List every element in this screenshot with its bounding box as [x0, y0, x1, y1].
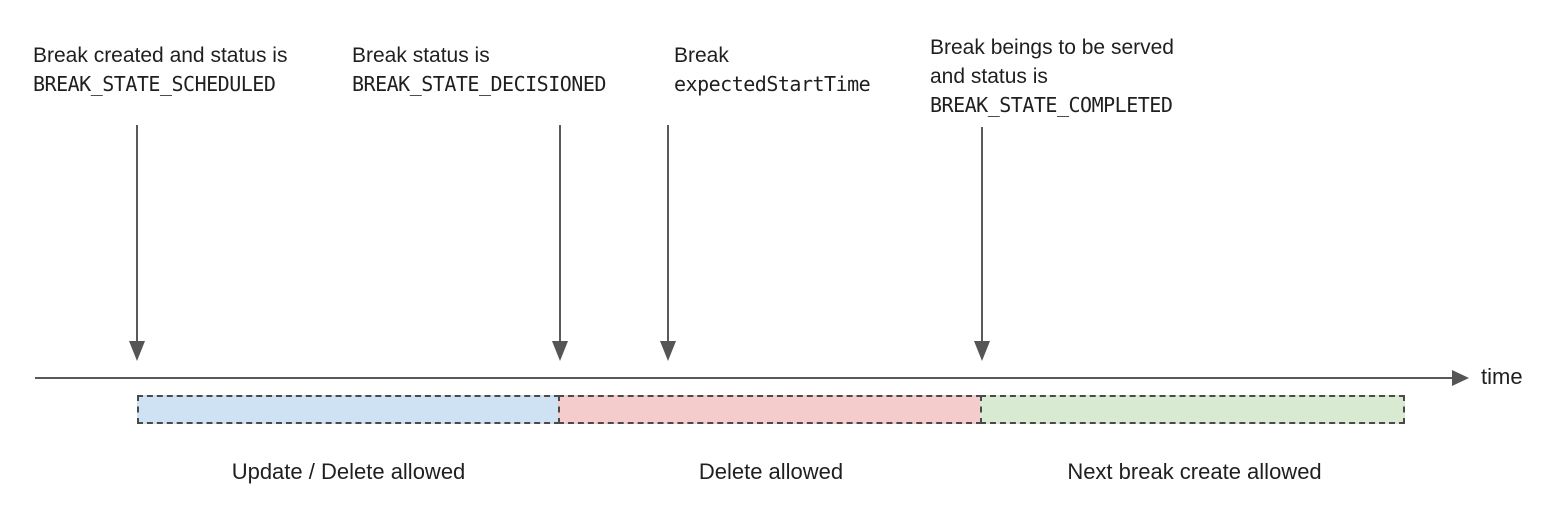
annotation-text: Break: [674, 44, 729, 67]
arrow-down-icon: [974, 127, 990, 361]
annotation-code: BREAK_STATE_DECISIONED: [352, 72, 606, 96]
segment-delete-allowed: [558, 395, 982, 424]
segment-update-delete-allowed: [137, 395, 560, 424]
timeline-axis-label: time: [1481, 364, 1523, 389]
annotation-break-decisioned: Break status is BREAK_STATE_DECISIONED: [352, 41, 606, 99]
timeline-axis: [35, 377, 1453, 379]
phase-segments-row: [137, 395, 1405, 424]
arrow-down-icon: [129, 125, 145, 361]
annotation-text: and status is: [930, 65, 1048, 88]
annotation-expected-start-time: Break expectedStartTime: [674, 41, 871, 99]
segment-label: Delete allowed: [698, 459, 844, 484]
annotation-code: BREAK_STATE_SCHEDULED: [33, 72, 276, 96]
annotation-break-scheduled: Break created and status is BREAK_STATE_…: [33, 41, 287, 99]
arrow-down-icon: [660, 125, 676, 361]
segment-label: Update / Delete allowed: [231, 459, 466, 484]
annotation-code: BREAK_STATE_COMPLETED: [930, 93, 1173, 117]
annotation-text: Break status is: [352, 44, 490, 67]
timeline-arrowhead-icon: [1452, 370, 1469, 386]
annotation-code: expectedStartTime: [674, 72, 871, 96]
annotation-break-completed: Break beings to be served and status is …: [930, 33, 1174, 120]
segment-next-break-create-allowed: [980, 395, 1405, 424]
segment-label: Next break create allowed: [1067, 459, 1322, 484]
annotation-text: Break created and status is: [33, 44, 288, 67]
annotation-text: Break beings to be served: [930, 36, 1174, 59]
arrow-down-icon: [552, 125, 568, 361]
